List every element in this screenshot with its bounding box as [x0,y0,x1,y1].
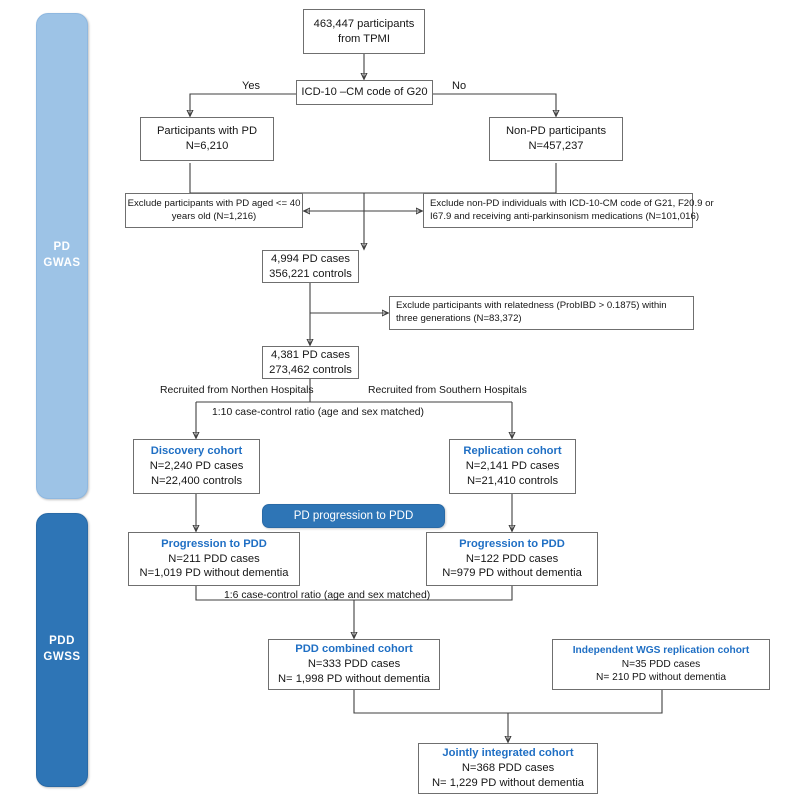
node-replication-cohort: Replication cohort N=2,141 PD cases N=21… [449,439,576,494]
label-ratio-1-to-6-text: 1:6 case-control ratio (age and sex matc… [224,590,431,601]
phase-label-pdd-gwss: PDD GWSS [43,635,81,663]
node-cohort-after-relatedness-exclusion: 4,381 PD cases 273,462 controls [262,346,359,379]
label-no: No [452,80,467,92]
node-exclude-secondary-parkinsonism: Exclude non-PD individuals with ICD-10-C… [423,193,714,228]
node-non-pd-participants: Non-PD participants N=457,237 [489,117,623,161]
node-independent-wgs-replication-cohort: Independent WGS replication cohort N=35 … [552,639,770,690]
node-participants-with-pd: Participants with PD N=6,210 [140,117,274,161]
node-jointly-integrated-cohort: Jointly integrated cohort N=368 PDD case… [418,743,598,794]
label-ratio-1-to-10: 1:10 case-control ratio (age and sex mat… [212,407,424,418]
node-progression-discovery: Progression to PDD N=211 PDD cases N=1,0… [128,532,300,586]
node-exclude-relatedness: Exclude participants with relatedness (P… [389,296,694,330]
badge-pd-progression-to-pdd: PD progression to PDD [262,504,445,528]
node-progression-replication: Progression to PDD N=122 PDD cases N=979… [426,532,598,586]
phase-bar-pdd-gwss: PDD GWSS [36,513,88,787]
node-source-population: 463,447 participants from TPMI [303,9,425,54]
label-recruited-southern: Recruited from Southern Hospitals [368,385,527,396]
phase-label-pd-gwas: PD GWAS [43,241,81,269]
node-icd10-decision: ICD-10 –CM code of G20 [296,80,433,105]
label-yes: Yes [242,80,260,92]
node-exclude-young-pd: Exclude participants with PD aged <= 40 … [125,193,303,228]
node-discovery-cohort: Discovery cohort N=2,240 PD cases N=22,4… [133,439,260,494]
phase-bar-pd-gwas: PD GWAS [36,13,88,499]
node-cohort-after-first-exclusion: 4,994 PD cases 356,221 controls [262,250,359,283]
node-pdd-combined-cohort: PDD combined cohort N=333 PDD cases N= 1… [268,639,440,690]
label-recruited-northern: Recruited from Northen Hospitals [160,385,314,396]
